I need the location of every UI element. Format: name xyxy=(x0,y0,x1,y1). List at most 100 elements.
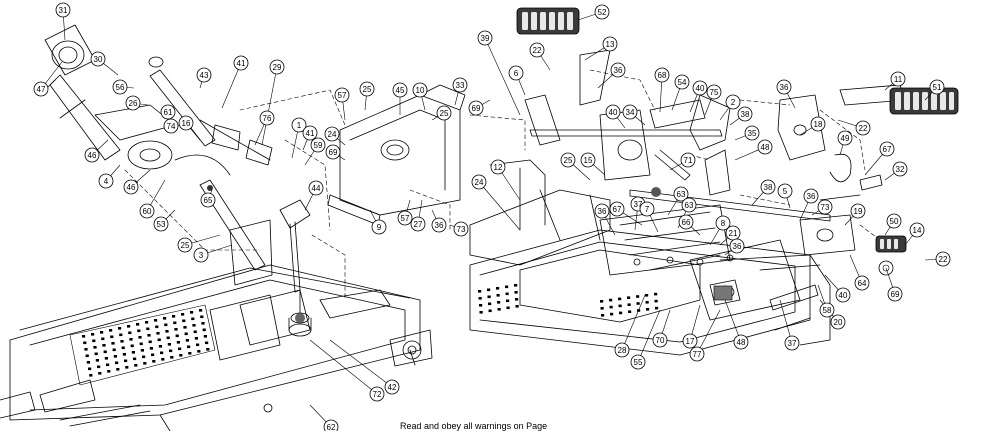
perforation-hole xyxy=(118,327,122,330)
perforation-hole xyxy=(133,357,137,361)
perforation-hole xyxy=(93,346,97,349)
callout-right-36: 36 xyxy=(729,238,745,254)
callout-circle xyxy=(803,188,819,204)
perforation-hole xyxy=(116,368,120,371)
callout-right-52: 52 xyxy=(594,4,610,20)
perforation-hole xyxy=(496,287,500,290)
callout-right-34: 34 xyxy=(622,104,638,120)
perforation-hole xyxy=(478,290,482,293)
callout-circle xyxy=(935,251,951,267)
callout-circle xyxy=(652,332,668,348)
callout-circle xyxy=(886,213,902,229)
callout-number: 38 xyxy=(764,183,773,192)
callout-number: 74 xyxy=(167,122,176,131)
callout-right-22: 22 xyxy=(529,42,545,58)
perforation-hole xyxy=(506,306,510,310)
leader-line xyxy=(637,309,661,363)
perforation-hole xyxy=(92,339,96,343)
callout-number: 26 xyxy=(129,99,138,108)
callout-right-58: 58 xyxy=(819,302,835,318)
callout-right-63: 63 xyxy=(673,186,689,202)
perforation-hole xyxy=(654,292,658,296)
callout-number: 72 xyxy=(373,390,382,399)
right-foot-pedal-side xyxy=(889,87,959,115)
callout-circle xyxy=(112,79,128,95)
perforation-hole xyxy=(173,321,177,325)
callout-left-43: 43 xyxy=(196,67,212,83)
callout-right-21: 21 xyxy=(725,225,741,241)
perforation-hole xyxy=(618,304,622,308)
left-frame xyxy=(0,264,433,432)
callout-number: 22 xyxy=(939,255,948,264)
perforation-hole xyxy=(487,295,491,299)
perforation-hole xyxy=(194,337,198,340)
callout-right-67: 67 xyxy=(879,141,895,157)
callout-number: 48 xyxy=(737,338,746,347)
callout-number: 7 xyxy=(645,205,650,214)
callout-circle xyxy=(436,105,452,121)
callout-circle xyxy=(622,104,638,120)
perforation-hole xyxy=(196,343,200,347)
callout-right-32: 32 xyxy=(892,161,908,177)
perforation-hole xyxy=(128,331,132,335)
callout-circle xyxy=(123,179,139,195)
perforation-hole xyxy=(497,301,501,304)
callout-number: 14 xyxy=(913,226,922,235)
callout-left-59: 59 xyxy=(310,137,326,153)
perforation-hole xyxy=(167,343,171,346)
perforation-hole xyxy=(479,304,483,307)
callout-number: 24 xyxy=(475,178,484,187)
callout-circle xyxy=(98,173,114,189)
perforation-hole xyxy=(488,302,492,306)
perforation-hole xyxy=(197,350,201,353)
callout-circle xyxy=(760,179,776,195)
callout-number: 1 xyxy=(297,121,302,130)
perforation-hole xyxy=(113,355,117,358)
callout-right-2: 2 xyxy=(725,94,741,110)
callout-circle xyxy=(392,82,408,98)
perforation-hole xyxy=(174,328,178,331)
callout-right-51: 51 xyxy=(929,79,945,95)
callout-number: 55 xyxy=(634,358,643,367)
callout-circle xyxy=(193,247,209,263)
callout-number: 62 xyxy=(327,423,336,431)
callout-number: 61 xyxy=(164,108,173,117)
perforation-hole xyxy=(110,335,114,339)
callout-number: 29 xyxy=(273,63,282,72)
callout-circle xyxy=(33,81,49,97)
perforation-hole xyxy=(101,337,105,341)
callout-circle xyxy=(830,314,846,330)
callout-number: 38 xyxy=(741,110,750,119)
callout-right-14: 14 xyxy=(909,222,925,238)
callout-number: 6 xyxy=(514,69,519,78)
perforation-hole xyxy=(190,311,194,314)
callout-circle xyxy=(269,59,285,75)
callout-number: 20 xyxy=(834,318,843,327)
callout-circle xyxy=(334,87,350,103)
callout-right-8: 8 xyxy=(715,215,731,231)
callout-left-62: 62 xyxy=(323,419,339,435)
callout-circle xyxy=(397,210,413,226)
callout-circle xyxy=(682,333,698,349)
callout-right-15: 15 xyxy=(580,152,596,168)
callout-circle xyxy=(453,221,469,237)
callout-number: 57 xyxy=(338,91,347,100)
perforation-hole xyxy=(187,345,191,349)
callout-number: 59 xyxy=(314,141,323,150)
callout-number: 58 xyxy=(823,306,832,315)
callout-circle xyxy=(508,65,524,81)
callout-right-22: 22 xyxy=(935,251,951,267)
perforation-hole xyxy=(164,323,168,327)
callout-circle xyxy=(909,222,925,238)
callout-right-69: 69 xyxy=(468,100,484,116)
perforation-hole xyxy=(169,349,173,353)
callout-circle xyxy=(490,159,506,175)
callout-right-36: 36 xyxy=(594,203,610,219)
perforation-hole xyxy=(166,336,170,340)
perforation-hole xyxy=(157,338,161,342)
callout-left-60: 60 xyxy=(139,203,155,219)
perforation-hole xyxy=(98,372,102,375)
callout-left-73: 73 xyxy=(453,221,469,237)
callout-circle xyxy=(196,67,212,83)
